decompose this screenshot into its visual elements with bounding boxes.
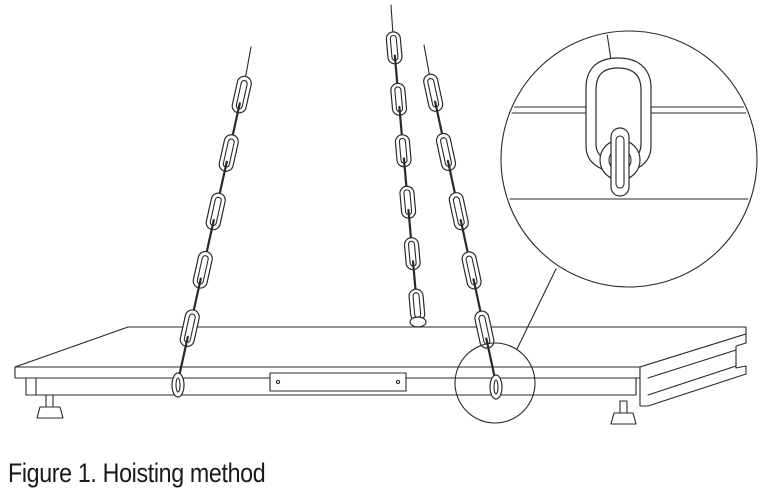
chain-link-edge <box>177 335 189 379</box>
chain-wire <box>423 44 431 79</box>
callout-leader <box>516 268 557 350</box>
chain-wire <box>390 4 394 36</box>
lifting-eye-left <box>171 372 185 398</box>
lifting-eye-center <box>409 316 427 328</box>
leveling-foot-left <box>36 394 64 419</box>
chain-link-edge <box>485 337 497 382</box>
leveling-foot-right <box>610 400 637 425</box>
lifting-eye-right <box>489 374 503 400</box>
hoisting-chain-center-back <box>385 4 426 322</box>
hoisting-chain-right-front <box>423 44 497 382</box>
platform-side-channel <box>639 333 747 407</box>
detail-focus-circle <box>454 342 536 424</box>
figure-caption: Figure 1. Hoisting method <box>8 458 266 488</box>
nameplate <box>269 372 407 392</box>
hoisting-chain-left-front <box>177 46 252 379</box>
platform-deck <box>14 326 747 368</box>
detail-magnifier <box>500 30 758 288</box>
chain-wire <box>244 46 252 81</box>
